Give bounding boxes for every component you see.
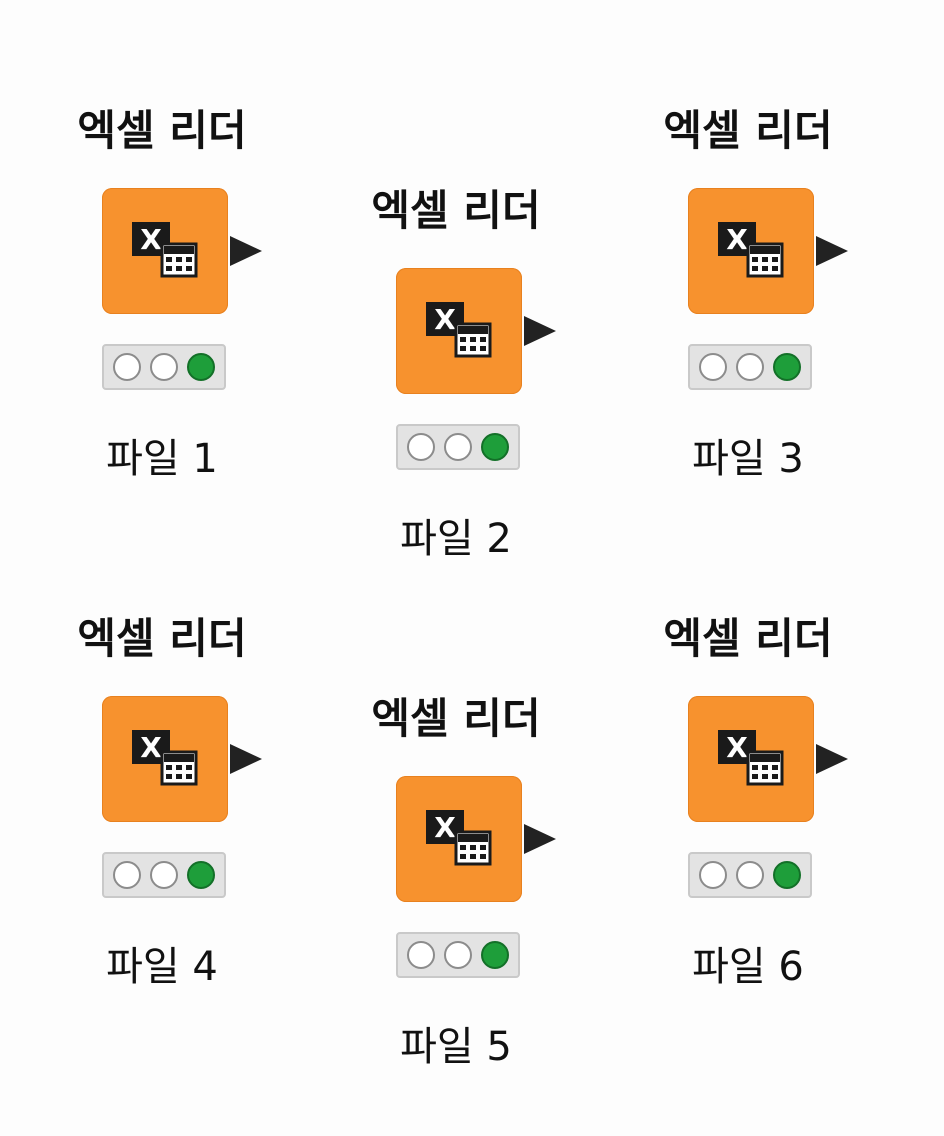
node-title: 엑셀 리더 — [371, 694, 541, 743]
node-status-bar — [396, 932, 520, 978]
excel-reader-icon — [426, 810, 492, 866]
node-body[interactable] — [102, 696, 228, 822]
status-light-off — [698, 861, 727, 889]
output-port[interactable] — [816, 236, 848, 266]
status-light-off — [112, 353, 141, 381]
output-port[interactable] — [816, 744, 848, 774]
output-port[interactable] — [524, 824, 556, 854]
node-title: 엑셀 리더 — [77, 614, 247, 663]
excel-reader-icon — [718, 730, 784, 786]
status-light-off — [735, 353, 764, 381]
output-port[interactable] — [524, 316, 556, 346]
output-port[interactable] — [230, 744, 262, 774]
status-light-off — [443, 941, 472, 969]
status-light-executed — [187, 353, 216, 381]
status-light-executed — [187, 861, 216, 889]
excel-reader-icon — [132, 222, 198, 278]
output-port[interactable] — [230, 236, 262, 266]
node-body[interactable] — [396, 776, 522, 902]
node-body[interactable] — [102, 188, 228, 314]
node-status-bar — [688, 344, 812, 390]
status-light-off — [112, 861, 141, 889]
node-title: 엑셀 리더 — [663, 106, 833, 155]
node-title: 엑셀 리더 — [663, 614, 833, 663]
node-status-bar — [688, 852, 812, 898]
node-body[interactable] — [396, 268, 522, 394]
status-light-off — [698, 353, 727, 381]
excel-reader-icon — [718, 222, 784, 278]
node-status-bar — [102, 344, 226, 390]
node-annotation-label[interactable]: 파일 5 — [400, 1024, 512, 1070]
node-annotation-label[interactable]: 파일 3 — [692, 436, 804, 482]
status-light-executed — [773, 861, 802, 889]
status-light-executed — [773, 353, 802, 381]
node-title: 엑셀 리더 — [371, 186, 541, 235]
status-light-off — [735, 861, 764, 889]
node-annotation-label[interactable]: 파일 2 — [400, 516, 512, 562]
node-title: 엑셀 리더 — [77, 106, 247, 155]
node-body[interactable] — [688, 696, 814, 822]
excel-reader-icon — [132, 730, 198, 786]
node-status-bar — [396, 424, 520, 470]
node-body[interactable] — [688, 188, 814, 314]
status-light-executed — [481, 433, 510, 461]
status-light-off — [443, 433, 472, 461]
node-annotation-label[interactable]: 파일 4 — [106, 944, 218, 990]
status-light-off — [149, 353, 178, 381]
node-annotation-label[interactable]: 파일 1 — [106, 436, 218, 482]
node-annotation-label[interactable]: 파일 6 — [692, 944, 804, 990]
excel-reader-icon — [426, 302, 492, 358]
status-light-executed — [481, 941, 510, 969]
status-light-off — [406, 941, 435, 969]
node-status-bar — [102, 852, 226, 898]
status-light-off — [149, 861, 178, 889]
status-light-off — [406, 433, 435, 461]
